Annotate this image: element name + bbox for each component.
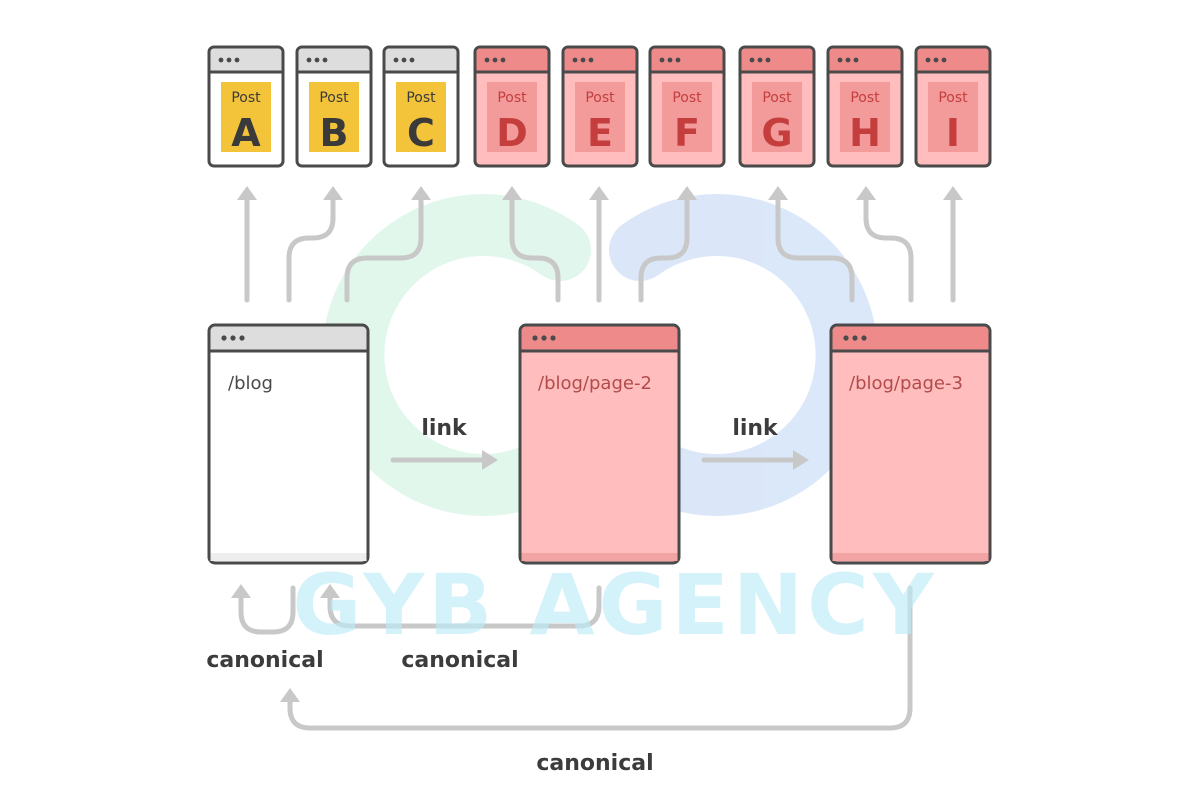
post-card (840, 82, 890, 152)
post-letter: F (674, 111, 700, 155)
post-card (487, 82, 537, 152)
page-window-blog: /blog (207, 323, 370, 565)
canonical-arrowheads (231, 584, 340, 702)
arrow-to-post-h (863, 195, 914, 303)
page-window-blog-page-2: /blog/page-2 (518, 323, 681, 565)
arrow-to-post-c (344, 195, 424, 303)
canonical-label: canonical (401, 648, 518, 673)
page-url: /blog (228, 373, 273, 394)
post-arrowheads (237, 186, 963, 200)
canonical-arrows (238, 585, 913, 731)
post-letter: C (407, 111, 435, 155)
post-card (396, 82, 446, 152)
post-card (221, 82, 271, 152)
canonical-label: canonical (206, 648, 323, 673)
post-prefix: Post (850, 90, 880, 106)
post-prefix: Post (231, 90, 261, 106)
post-prefix: Post (938, 90, 968, 106)
post-letter: G (761, 111, 792, 155)
page-window-blog-page-3: /blog/page-3 (829, 323, 992, 565)
post-prefix: Post (406, 90, 436, 106)
post-card (662, 82, 712, 152)
arrow-to-post-b (286, 195, 336, 303)
post-prefix: Post (497, 90, 527, 106)
post-letter: A (231, 111, 261, 155)
post-letter: E (587, 111, 613, 155)
post-windows: PostAPostBPostCPostDPostEPostFPostGPostH… (207, 45, 992, 168)
watermark-text: GYB AGENCY (292, 556, 937, 654)
canonical-arrow-page-3 (287, 585, 913, 731)
post-letter: I (946, 111, 960, 155)
post-card (752, 82, 802, 152)
post-prefix: Post (585, 90, 615, 106)
link-arrow-2: link (701, 416, 809, 470)
canonical-arrow-self (238, 585, 296, 635)
page-url: /blog/page-2 (538, 373, 652, 394)
post-arrows (244, 195, 956, 303)
arrow-to-post-g (775, 195, 855, 303)
post-letter: B (320, 111, 349, 155)
canonical-arrow-page-2 (327, 585, 602, 629)
post-card (928, 82, 978, 152)
canonical-label: canonical (536, 751, 653, 776)
post-prefix: Post (319, 90, 349, 106)
post-card (309, 82, 359, 152)
post-letter: D (496, 111, 528, 155)
arrow-to-post-d (509, 195, 561, 303)
link-label: link (732, 416, 779, 441)
page-url: /blog/page-3 (849, 373, 963, 394)
post-letter: H (849, 111, 881, 155)
arrow-to-post-f (638, 195, 690, 303)
post-card (575, 82, 625, 152)
post-prefix: Post (762, 90, 792, 106)
link-arrow-1: link (390, 416, 498, 470)
link-label: link (421, 416, 468, 441)
post-prefix: Post (672, 90, 702, 106)
